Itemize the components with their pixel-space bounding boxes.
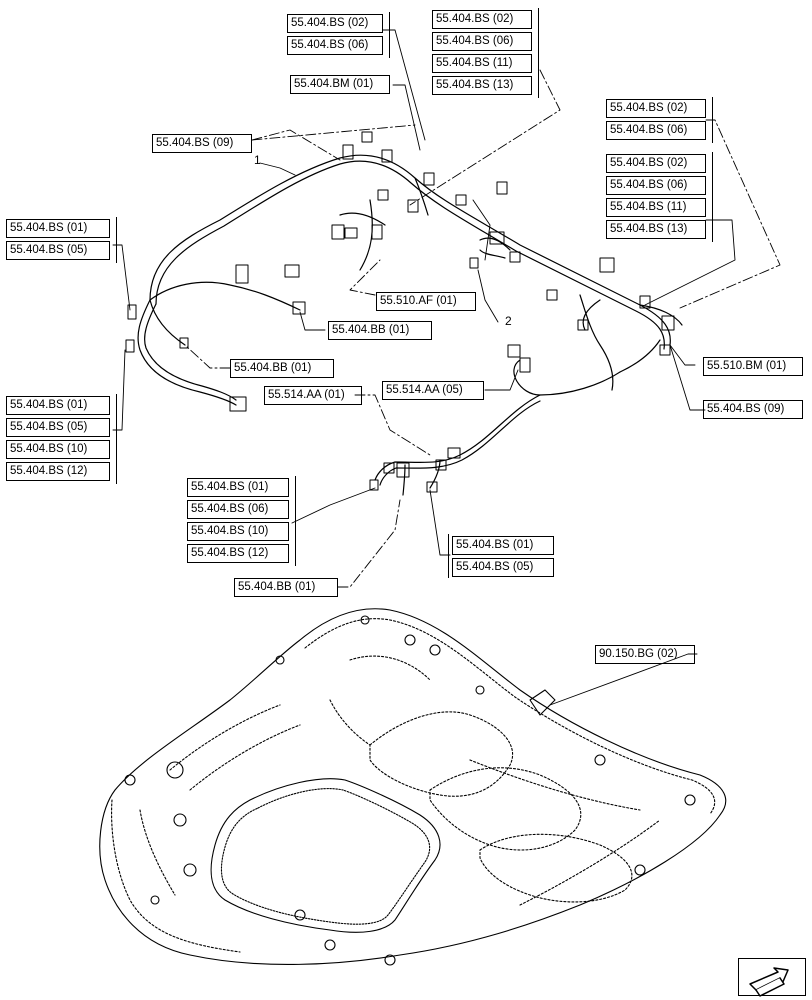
bracket (709, 152, 713, 242)
ref-label: 55.404.BS (02) (432, 10, 532, 29)
ref-label: 55.404.BS (11) (432, 54, 532, 73)
ref-label: 55.404.BS (09) (152, 134, 252, 153)
ref-label: 55.404.BS (01) (6, 396, 110, 415)
ref-label: 55.404.BS (06) (606, 121, 706, 140)
ref-label: 55.404.BS (01) (187, 478, 289, 497)
ref-label: 55.404.BS (09) (703, 400, 803, 419)
bracket (113, 394, 117, 484)
item-callout-2: 2 (505, 314, 512, 328)
leader-lines (112, 29, 781, 706)
ref-label: 55.510.BM (01) (703, 357, 803, 376)
ref-label: 90.150.BG (02) (595, 645, 695, 664)
roof-panel (99, 608, 727, 966)
ref-label: 55.404.BS (12) (187, 544, 289, 563)
ref-label: 55.404.BS (06) (287, 36, 383, 55)
ref-label: 55.404.BS (06) (187, 500, 289, 519)
ref-label: 55.404.BS (05) (452, 558, 554, 577)
ref-label: 55.404.BB (01) (230, 359, 334, 378)
bracket (113, 217, 117, 263)
ref-label: 55.404.BS (02) (287, 14, 383, 33)
ref-label: 55.404.BS (02) (606, 99, 706, 118)
bracket (535, 8, 539, 98)
bracket (448, 534, 452, 578)
ref-label: 55.404.BS (05) (6, 241, 110, 260)
ref-label: 55.404.BS (13) (432, 76, 532, 95)
ref-label: 55.404.BS (06) (606, 176, 706, 195)
ref-label: 55.510.AF (01) (376, 292, 476, 311)
ref-label: 55.404.BB (01) (328, 321, 432, 340)
wiring-harness (137, 154, 683, 496)
bracket (386, 12, 390, 58)
ref-label: 55.404.BB (01) (234, 578, 338, 597)
sunroof-opening (210, 778, 441, 933)
ref-label: 55.514.AA (01) (264, 386, 362, 405)
ref-label: 55.404.BS (01) (6, 219, 110, 238)
ref-label: 55.514.AA (05) (382, 381, 484, 400)
ref-label: 55.404.BS (10) (187, 522, 289, 541)
ref-label: 55.404.BS (12) (6, 462, 110, 481)
connectors (125, 131, 675, 493)
ref-label: 55.404.BS (02) (606, 154, 706, 173)
ref-label: 55.404.BS (01) (452, 536, 554, 555)
ref-label: 55.404.BS (13) (606, 220, 706, 239)
ref-label: 55.404.BS (10) (6, 440, 110, 459)
ref-label: 55.404.BM (01) (290, 75, 390, 94)
item-callout-1: 1 (254, 153, 261, 167)
arrow-icon (749, 967, 789, 997)
ref-label: 55.404.BS (06) (432, 32, 532, 51)
ref-label: 55.404.BS (05) (6, 418, 110, 437)
ref-label: 55.404.BS (11) (606, 198, 706, 217)
